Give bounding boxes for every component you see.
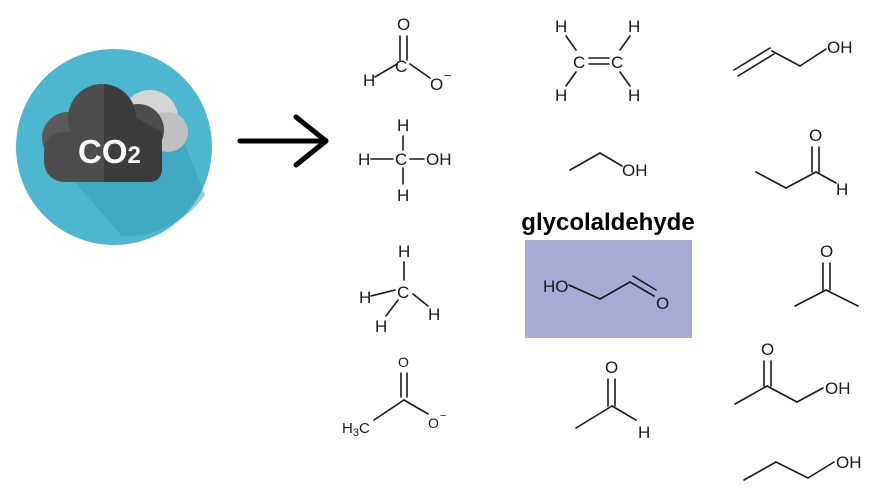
- svg-text:H: H: [397, 186, 409, 205]
- molecule-glycolaldehyde: HO O: [543, 275, 669, 313]
- molecule-ethylene: H H C C H H: [555, 17, 640, 105]
- molecule-formate: O H C O −: [363, 15, 452, 94]
- cloud-icon: [42, 84, 188, 182]
- atom-o-minus: O: [430, 75, 443, 94]
- molecule-hydroxyacetone: O OH: [734, 340, 851, 405]
- svg-text:H3C: H3C: [342, 420, 370, 439]
- molecule-propanal: O H: [755, 126, 848, 199]
- molecule-allyl-alcohol: OH: [733, 38, 853, 77]
- molecule-acetaldehyde: O H: [575, 358, 650, 442]
- molecule-acetate: O H3C O −: [342, 354, 446, 439]
- atom-o-top: O: [397, 15, 410, 34]
- svg-text:OH: OH: [827, 38, 853, 57]
- molecule-methane: H H C H H: [359, 242, 440, 336]
- arrow-right-icon: [237, 114, 329, 168]
- co2-subscript: 2: [128, 142, 141, 169]
- svg-text:H: H: [638, 423, 650, 442]
- svg-text:C: C: [611, 53, 623, 72]
- svg-text:H: H: [555, 86, 567, 105]
- atom-h: H: [363, 71, 375, 90]
- svg-text:H: H: [375, 317, 387, 336]
- svg-text:O: O: [428, 415, 439, 431]
- molecule-ethanol: OH: [569, 152, 648, 180]
- svg-text:O: O: [820, 242, 833, 261]
- svg-text:OH: OH: [426, 150, 452, 169]
- svg-text:H: H: [628, 17, 640, 36]
- svg-text:−: −: [440, 410, 446, 422]
- charge-minus: −: [444, 68, 452, 83]
- svg-text:H: H: [398, 242, 410, 261]
- svg-text:OH: OH: [622, 161, 648, 180]
- co2-label: CO2: [78, 133, 141, 170]
- svg-text:H: H: [628, 86, 640, 105]
- svg-text:OH: OH: [825, 379, 851, 398]
- molecule-methanol: H H C OH H: [358, 116, 452, 205]
- svg-text:O: O: [656, 294, 669, 313]
- molecule-propanol: OH: [743, 453, 862, 481]
- svg-text:H: H: [397, 116, 409, 135]
- atom-c: C: [395, 57, 407, 76]
- svg-text:OH: OH: [836, 453, 862, 472]
- svg-text:H: H: [359, 288, 371, 307]
- svg-text:H: H: [428, 305, 440, 324]
- svg-text:O: O: [761, 340, 774, 359]
- svg-text:O: O: [605, 358, 618, 377]
- svg-text:O: O: [809, 126, 822, 145]
- svg-text:H: H: [358, 150, 370, 169]
- svg-text:C: C: [397, 283, 409, 302]
- co2-icon: CO2: [16, 49, 212, 245]
- svg-text:H: H: [555, 17, 567, 36]
- svg-text:HO: HO: [543, 277, 569, 296]
- svg-text:C: C: [395, 150, 407, 169]
- svg-text:H: H: [836, 180, 848, 199]
- svg-text:O: O: [398, 354, 409, 370]
- svg-text:C: C: [573, 53, 585, 72]
- highlight-box: [525, 240, 692, 338]
- molecule-acetone: O: [794, 242, 859, 307]
- highlight-label: glycolaldehyde: [521, 209, 694, 236]
